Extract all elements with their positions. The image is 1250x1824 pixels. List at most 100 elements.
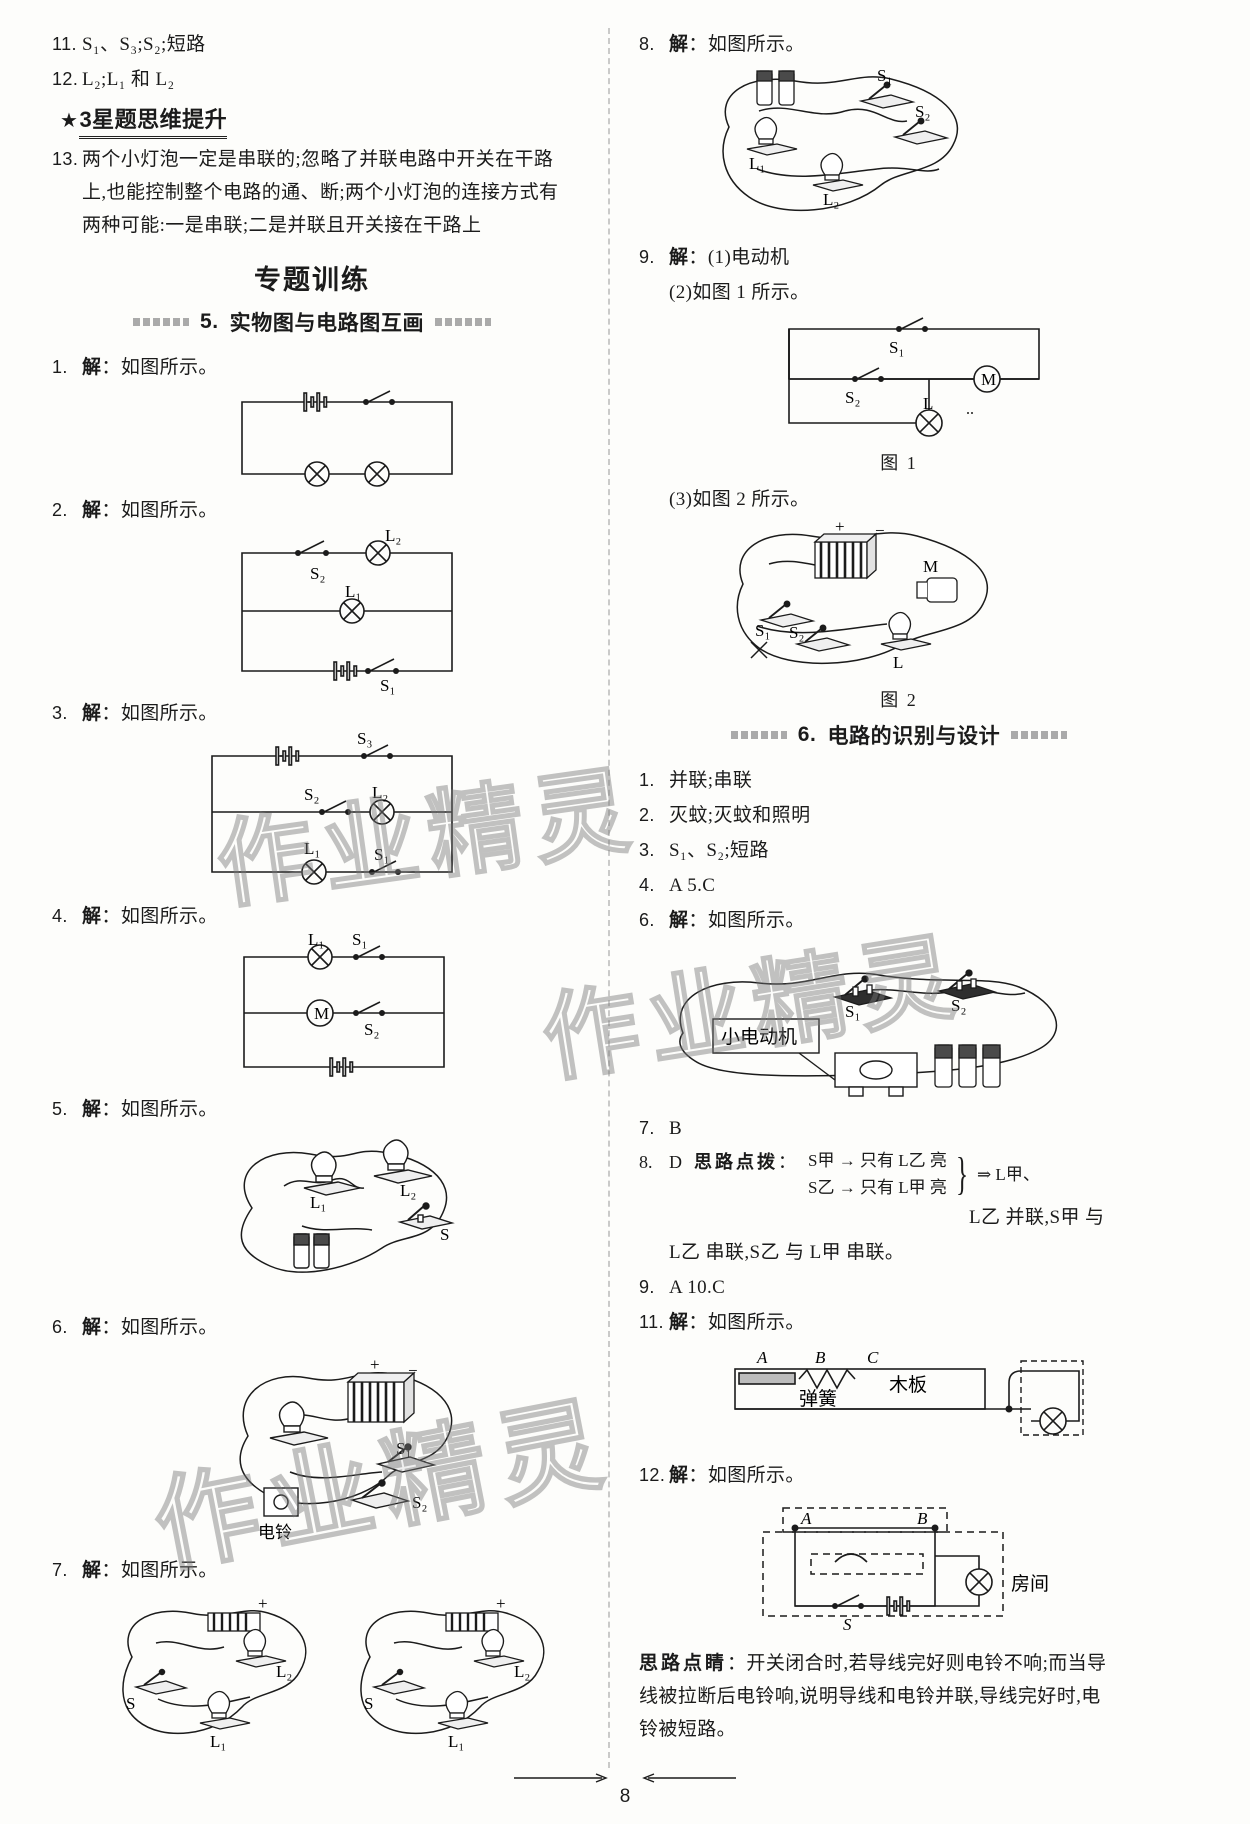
figure-label: S₃: [357, 729, 372, 748]
star-icon: ★: [60, 110, 79, 132]
solution-label: 解: [82, 1560, 102, 1581]
bottom-tip-line-2: 线被拉断后电铃响,说明导线和电铃并联,导线完好时,电: [639, 1686, 1101, 1707]
answer-text: B: [669, 1118, 683, 1139]
q13-line-1: 两个小灯泡一定是串联的;忽略了并联电路中开关在干路: [82, 149, 554, 170]
figure-label: S₂: [915, 102, 930, 121]
figure-label: +: [835, 517, 845, 536]
subsection-header-5: 5.实物图与电路图互画: [52, 307, 572, 337]
answer-item-s6-1: 1. 并联;串联: [639, 764, 1159, 797]
solution-text: 解：如图所示。: [82, 500, 218, 521]
solution-text: 解：如图所示。: [669, 1312, 805, 1333]
answer-text: L₂;L₁ 和 L₂: [82, 69, 175, 90]
figure-label: S₁: [374, 845, 389, 864]
tip-label: 思路点拨: [694, 1152, 778, 1172]
figure-label: S: [126, 1694, 135, 1713]
figure-label: S₁: [396, 1439, 411, 1458]
solution-label: 解: [82, 1317, 102, 1338]
figure-label: L: [923, 394, 933, 413]
answer-item-13: 13. 两个小灯泡一定是串联的;忽略了并联电路中开关在干路 上,也能控制整个电路…: [52, 143, 572, 242]
solution-text: 解：如图所示。: [669, 34, 805, 55]
solution-text: 解：如图所示。: [82, 357, 218, 378]
figure-label: B: [917, 1509, 928, 1528]
solution-label: 解: [82, 500, 102, 521]
solution-text: 解：(1)电动机: [669, 247, 790, 268]
answer-number: 7.: [639, 1118, 655, 1138]
figure-s6-6-pictorial: 小电动机: [639, 941, 1159, 1106]
tip-result-mid-row: L乙 并联,S甲 与: [639, 1201, 1159, 1234]
figure-label: +: [258, 1594, 268, 1613]
answer-number: 1.: [639, 770, 655, 790]
figure-label: L₂: [400, 1181, 416, 1200]
tip-result-tail-row: L乙 串联,S乙 与 L甲 串联。: [639, 1236, 1159, 1269]
figure-label: S₁: [889, 338, 904, 357]
figure-label: S₂: [310, 564, 325, 583]
figure-label: L₂: [372, 783, 388, 802]
answer-text: 并联;串联: [669, 770, 753, 791]
figure-2: L₂ S₂ L₁ S₁: [52, 526, 572, 695]
figure-label: 木板: [889, 1374, 927, 1396]
answer-item-s6-4: 4. A 5.C: [639, 869, 1159, 902]
right-column: 8. 解：如图所示。: [633, 28, 1159, 1768]
tip-result-mid: L乙 并联,S甲 与: [969, 1207, 1105, 1228]
answer-number: 12.: [52, 69, 79, 89]
solution-number: 12.: [639, 1465, 666, 1485]
solution-text: 解：如图所示。: [82, 1560, 218, 1581]
solution-number: 2.: [52, 500, 68, 520]
solution-item-6: 6. 解：如图所示。: [52, 1311, 572, 1344]
solution-label: 解: [669, 247, 689, 268]
solution-item-4: 4. 解：如图所示。: [52, 900, 572, 933]
figure-3: S₃ S₂ L₂ L₁ S₁: [52, 729, 572, 894]
figure-8-pictorial: S₁ S₂ L₁ L₂: [639, 65, 1159, 235]
figure-4: L₁ S₁ M S₂: [52, 930, 572, 1087]
solution-body: 如图所示。: [707, 1312, 805, 1333]
figure-label: S₁: [845, 1002, 860, 1021]
answer-item-s6-7: 7. B: [639, 1112, 1159, 1145]
solution-number: 3.: [52, 703, 68, 723]
bottom-tip-label: 思路点睛: [639, 1653, 728, 1674]
answer-text: S₁、S₂;短路: [669, 840, 769, 861]
brace-icon: }: [955, 1148, 968, 1199]
figure-label: S₂: [951, 996, 966, 1015]
solution-item-1: 1. 解：如图所示。: [52, 351, 572, 384]
subsection-title: 实物图与电路图互画: [229, 312, 425, 335]
solution-body: 如图所示。: [707, 910, 805, 931]
figure-label: +: [370, 1355, 380, 1374]
solution-body: 如图所示。: [707, 1465, 805, 1486]
figure-label: S₂: [364, 1020, 379, 1039]
answer-number: 2.: [639, 805, 655, 825]
figure-caption-1: 图 1: [880, 453, 918, 473]
figure-7-pictorial: + S: [52, 1591, 572, 1771]
figure-label: −: [408, 1361, 418, 1380]
figure-label: S: [364, 1694, 373, 1713]
tip-result-head: ⇒ L甲、: [976, 1164, 1040, 1184]
answer-number: 8.: [639, 1152, 653, 1172]
figure-label: L₁: [448, 1732, 464, 1751]
figure-label: S₂: [845, 388, 860, 407]
figure-caption-2: 图 2: [880, 690, 918, 710]
q13-line-2: 上,也能控制整个电路的通、断;两个小灯泡的连接方式有: [82, 182, 559, 203]
figure-label: +: [496, 1594, 506, 1613]
solution-item-9: 9. 解：(1)电动机: [639, 241, 1159, 274]
figure-label: 弹簧: [799, 1388, 837, 1410]
solution-number: 11.: [639, 1312, 664, 1332]
solution-body: 如图所示。: [120, 906, 218, 927]
answer-item-s6-3: 3. S₁、S₂;短路: [639, 834, 1159, 867]
solution-number: 8.: [639, 34, 655, 54]
solution-number: 6.: [639, 910, 655, 930]
solution-label: 解: [82, 906, 102, 927]
solution-item-8: 8. 解：如图所示。: [639, 28, 1159, 61]
two-column-layout: 11. S₁、S₃;S₂;短路 12. L₂;L₁ 和 L₂ ★ 3星题思维提升…: [52, 28, 1212, 1768]
figure-label: M: [314, 1004, 329, 1023]
solution-number: 1.: [52, 357, 68, 377]
answer-text: 灭蚊;灭蚊和照明: [669, 805, 811, 826]
solution-text: 解：如图所示。: [669, 1465, 805, 1486]
figure-label: L₂: [823, 190, 839, 209]
dash-ornament-left: [132, 318, 189, 326]
figure-label: S: [440, 1225, 449, 1244]
figure-9-schematic-1: S₁ S₂ M L: [639, 313, 1159, 443]
bottom-tip-line-1: 开关闭合时,若导线完好则电铃不响;而当导: [746, 1653, 1107, 1674]
answer-item-11: 11. S₁、S₃;S₂;短路: [52, 28, 572, 61]
figure-label: M: [981, 370, 996, 389]
subsection-title: 电路的识别与设计: [827, 725, 1001, 748]
